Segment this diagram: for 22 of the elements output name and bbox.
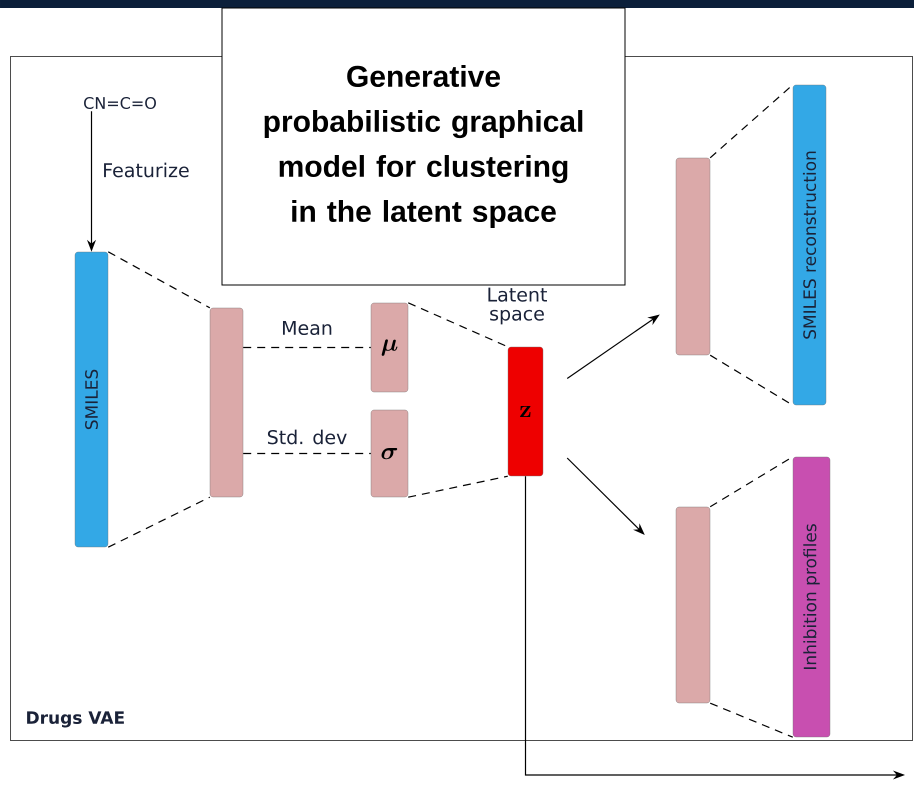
edge-label: Featurize (101, 162, 191, 178)
connector-line (108, 496, 210, 548)
callout-box: Generative probabilistic graphical model for clustering in the latent space (222, 8, 626, 286)
edge-label: Mean (280, 320, 334, 336)
input-bar: SMILES (74, 252, 108, 548)
deviation-box: $\sigma$ (370, 410, 408, 498)
encoder-bar (210, 308, 244, 498)
decoder-bar (676, 158, 710, 356)
output-bar: Inhibition profiles (792, 456, 830, 738)
latent-space-label: Latent space (488, 288, 547, 324)
panel-title: Drugs VAE (27, 711, 124, 728)
decoder-bar (676, 506, 710, 704)
connector-line (108, 251, 210, 308)
molecule-string: CN=C=O (84, 96, 156, 110)
output-bar: SMILES reconstruction (792, 84, 826, 406)
connector-line (243, 452, 371, 454)
edge-label: Std. dev (266, 428, 348, 446)
connector-line (243, 346, 371, 348)
latent-box: $\mathbf{z}$ (508, 346, 544, 476)
mean-box: $\mu$ (370, 302, 408, 392)
connector-line (408, 476, 508, 498)
connector-line (408, 302, 508, 348)
